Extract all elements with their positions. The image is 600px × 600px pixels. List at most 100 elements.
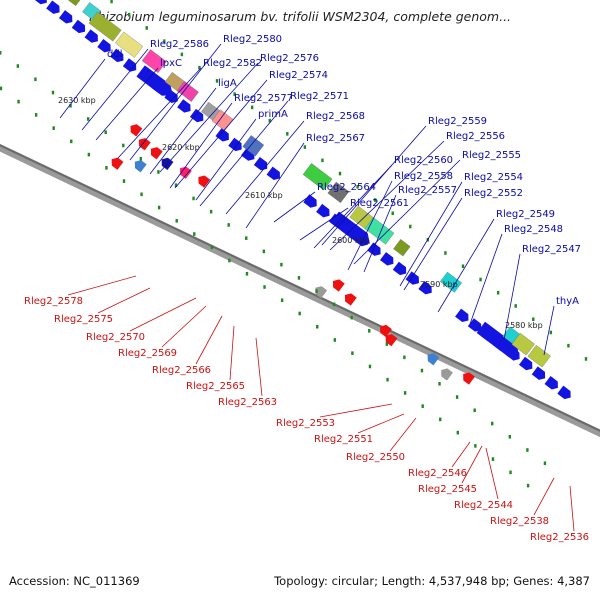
forward-leader-line: [469, 233, 503, 325]
ring-tick: [439, 417, 442, 422]
ring-tick: [198, 65, 201, 70]
ring-tick: [474, 444, 477, 448]
ring-tick: [403, 355, 406, 360]
forward-gene-label: primA: [258, 109, 288, 120]
ring-tick: [386, 377, 389, 382]
forward-leader-line: [321, 125, 427, 246]
ring-tick: [491, 421, 494, 426]
ring-tick: [70, 139, 73, 144]
reverse-gene-label: Rleg2_2536: [530, 532, 589, 543]
ring-tick: [438, 381, 441, 386]
reverse-gene: [332, 279, 345, 292]
ring-tick: [567, 343, 570, 348]
feature-block: [511, 332, 535, 356]
forward-gene-label: Rleg2_2554: [464, 172, 523, 183]
forward-leader-line: [245, 142, 305, 229]
reverse-gene: [130, 124, 143, 137]
reverse-gene: [380, 324, 392, 338]
forward-leader-line: [81, 48, 149, 131]
forward-gene-label: Rleg2_2561: [350, 198, 409, 209]
ring-tick: [16, 64, 20, 68]
forward-leader-line: [117, 67, 202, 159]
reverse-gene-label: Rleg2_2553: [276, 418, 335, 429]
feature-block: [115, 31, 144, 58]
ring-tick: [509, 470, 512, 475]
forward-leader-line: [59, 58, 106, 119]
reverse-gene-label: Rleg2_2550: [346, 452, 405, 463]
forward-gene: [84, 29, 98, 43]
ring-tick: [210, 245, 214, 250]
ring-tick: [104, 130, 107, 135]
ring-tick: [526, 448, 529, 452]
forward-leader-line: [403, 197, 463, 291]
ring-tick: [215, 79, 219, 83]
map-title: Rhizobium leguminosarum bv. trifolii WSM…: [88, 9, 512, 24]
reverse-gene-label: Rleg2_2566: [152, 365, 211, 376]
ring-tick: [514, 304, 517, 308]
ring-tick: [180, 52, 184, 57]
feature-block: [527, 345, 551, 368]
forward-gene: [177, 99, 191, 113]
forward-gene: [71, 19, 86, 34]
ring-tick: [34, 77, 37, 82]
ring-tick: [333, 338, 337, 342]
reverse-leader-line: [461, 445, 483, 484]
forward-gene: [253, 156, 268, 171]
forward-leader-line: [299, 207, 349, 241]
forward-gene: [316, 203, 330, 218]
ring-tick: [338, 171, 342, 176]
backbone-axis: [0, 143, 600, 438]
reverse-gene-label: Rleg2_2569: [118, 348, 177, 359]
ring-tick: [321, 158, 324, 163]
forward-gene: [418, 280, 432, 295]
ring-tick: [351, 351, 354, 356]
reverse-leader-line: [389, 417, 417, 452]
reverse-gene: [134, 160, 147, 173]
forward-leader-line: [159, 62, 259, 173]
ring-tick: [491, 457, 495, 461]
forward-gene: [544, 376, 558, 390]
reverse-gene-label: Rleg2_2544: [454, 500, 513, 511]
ring-tick: [122, 179, 126, 183]
ring-tick: [403, 391, 407, 395]
reverse-gene: [441, 368, 453, 381]
ring-tick: [227, 223, 230, 227]
ring-tick: [175, 219, 178, 223]
reverse-leader-line: [229, 325, 235, 381]
ring-tick: [543, 461, 547, 466]
reverse-leader-line: [533, 477, 555, 516]
ring-tick: [303, 145, 307, 149]
forward-gene-label: Rleg2_2548: [504, 224, 563, 235]
feature-block: [242, 135, 265, 157]
feature-block: [302, 163, 333, 191]
forward-gene-label: Rleg2_2564: [317, 182, 376, 193]
reverse-gene: [315, 286, 328, 299]
forward-leader-line: [353, 159, 461, 265]
reverse-leader-line: [319, 403, 393, 418]
ring-tick: [456, 430, 460, 435]
forward-leader-line: [543, 305, 555, 356]
ring-tick: [193, 232, 196, 236]
ring-tick: [315, 289, 318, 293]
accession-text: Accession: NC_011369: [9, 574, 140, 588]
feature-block: [141, 49, 167, 73]
ring-tick: [473, 408, 476, 413]
reverse-gene-label: Rleg2_2575: [54, 314, 113, 325]
reverse-gene: [161, 157, 174, 170]
ring-tick: [263, 285, 266, 289]
ring-tick: [105, 166, 108, 170]
scale-tick-label: 2630 kbp: [58, 96, 96, 105]
reverse-leader-line: [161, 305, 207, 348]
forward-leader-line: [329, 140, 445, 251]
ring-tick: [444, 251, 447, 255]
ring-tick: [228, 258, 231, 263]
forward-leader-line: [174, 79, 268, 189]
topology-text: Topology: circular; Length: 4,537,948 bp…: [274, 574, 590, 588]
forward-leader-line: [347, 180, 393, 271]
forward-gene-label: Rleg2_2577: [234, 93, 293, 104]
ring-tick: [87, 152, 91, 157]
ring-tick: [122, 143, 125, 148]
forward-gene-label: Rleg2_2547: [522, 244, 581, 255]
reverse-gene: [198, 175, 211, 188]
